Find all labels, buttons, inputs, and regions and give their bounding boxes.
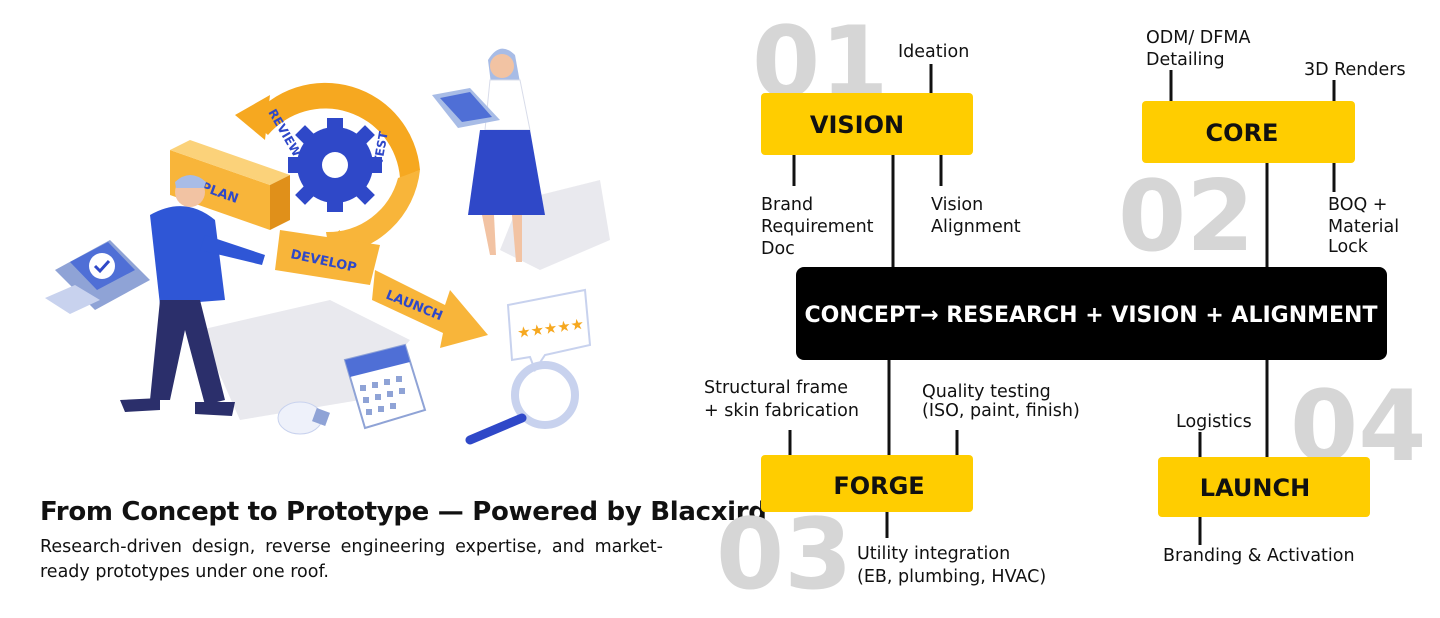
stage-number-03: 03 <box>716 498 852 612</box>
core-odm-line2: Detailing <box>1146 50 1225 70</box>
test-label: TEST <box>371 130 391 166</box>
forge-box <box>761 455 973 512</box>
vision-title: VISION <box>810 111 904 139</box>
woman-figure <box>432 48 545 262</box>
vision-brand-line2: Requirement <box>761 217 874 237</box>
connector-lines <box>788 64 1336 545</box>
core-box <box>1142 101 1355 163</box>
develop-block: DEVELOP <box>275 230 380 285</box>
core-title: CORE <box>1206 119 1279 147</box>
vision-alignment-line2: Alignment <box>931 217 1021 237</box>
light-bulb-icon <box>277 401 330 435</box>
subtext: Research-driven design, reverse engineer… <box>40 537 663 582</box>
vision-brand-line3: Doc <box>761 239 795 259</box>
launch-branding: Branding & Activation <box>1163 546 1355 566</box>
calendar-icon <box>343 343 427 430</box>
plan-block: PLAN <box>170 140 290 230</box>
forge-utility-line2: (EB, plumbing, HVAC) <box>857 567 1046 587</box>
forge-structural-line1: Structural frame <box>704 378 848 398</box>
core-boq-line1: BOQ + <box>1328 195 1387 215</box>
man-figure <box>120 175 265 416</box>
forge-structural-line2: + skin fabrication <box>704 401 859 421</box>
core-boq-line2: Material <box>1328 217 1399 237</box>
magnifier-icon <box>465 361 579 445</box>
vision-ideation: Ideation <box>898 42 969 62</box>
core-3d-renders: 3D Renders <box>1304 60 1406 80</box>
stage-number-02: 02 <box>1118 160 1254 274</box>
vision-box <box>761 93 973 155</box>
launch-box <box>1158 457 1370 517</box>
laptop-check <box>45 240 150 314</box>
headline: From Concept to Prototype — Powered by B… <box>40 497 767 527</box>
forge-utility-line1: Utility integration <box>857 544 1010 564</box>
center-label: CONCEPT→ RESEARCH + VISION + ALIGNMENT <box>805 303 1378 328</box>
forge-quality-line1: Quality testing <box>922 382 1051 402</box>
forge-quality-line2: (ISO, paint, finish) <box>922 401 1080 421</box>
forge-title: FORGE <box>833 472 924 500</box>
vision-alignment-line1: Vision <box>931 195 983 215</box>
core-boq-line3: Lock <box>1328 237 1369 257</box>
core-odm-line1: ODM/ DFMA <box>1146 28 1250 48</box>
launch-logistics: Logistics <box>1176 412 1252 432</box>
center-box <box>796 267 1387 360</box>
launch-title: LAUNCH <box>1200 474 1310 502</box>
product-development-illustration: REVIEW TEST PLAN DEVELOP LAUNCH <box>45 48 610 445</box>
vision-brand-line1: Brand <box>761 195 813 215</box>
gear-icon <box>288 118 382 212</box>
